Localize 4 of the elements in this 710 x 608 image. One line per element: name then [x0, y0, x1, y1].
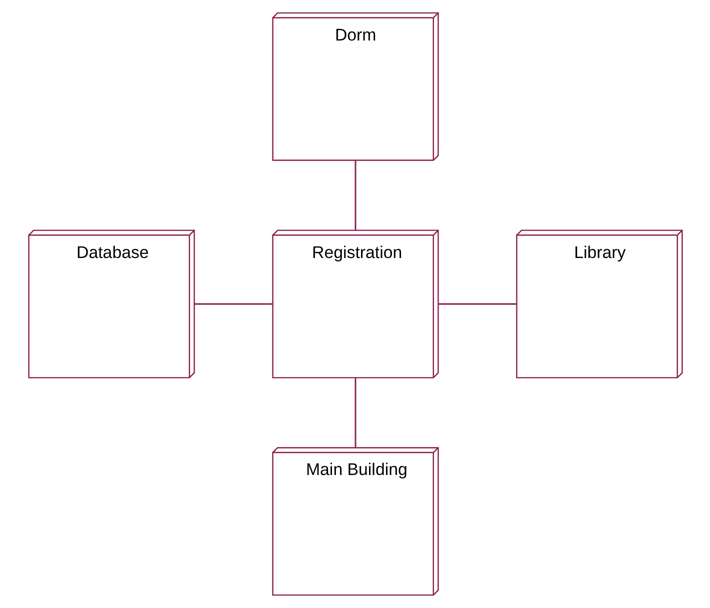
- connector: [354, 160, 356, 230]
- connector: [194, 303, 272, 305]
- connector: [438, 303, 516, 305]
- connector: [354, 378, 356, 448]
